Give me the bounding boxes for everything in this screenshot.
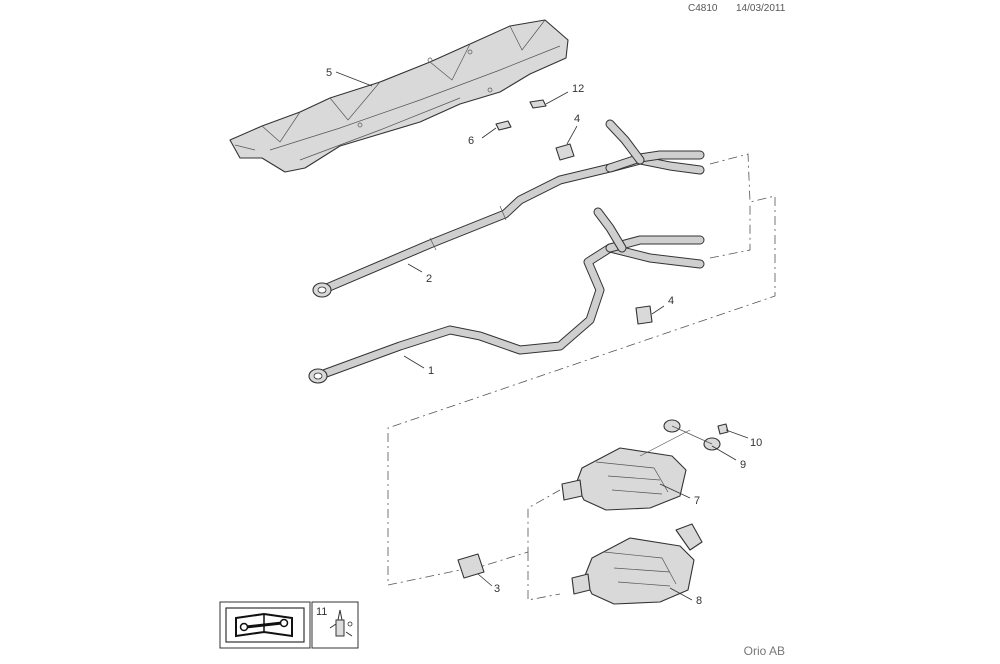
heat-shield [229, 19, 569, 173]
rear-muffler-7 [561, 429, 691, 511]
hanger-4-upper [555, 125, 578, 161]
callout-3: 3 [494, 583, 500, 595]
callout-10: 10 [750, 437, 762, 449]
front-pipe-2 [312, 119, 705, 298]
tool-reference-box: 11 [311, 601, 359, 649]
clamp-3 [457, 553, 493, 587]
callout-7: 7 [694, 495, 700, 507]
diagram-code: C4810 [688, 3, 718, 14]
rear-muffler-8 [571, 523, 703, 605]
hanger-4-lower [635, 305, 665, 325]
callout-5: 5 [326, 67, 332, 79]
callout-8: 8 [696, 595, 702, 607]
book-wrench-icon [235, 612, 293, 638]
callout-4-lower: 4 [668, 295, 674, 307]
callout-6: 6 [468, 135, 474, 147]
bolt-10 [717, 423, 749, 439]
clip-12 [529, 91, 569, 109]
brand-label: Orio AB [743, 644, 785, 658]
callout-2: 2 [426, 273, 432, 285]
callout-9: 9 [740, 459, 746, 471]
callout-12: 12 [572, 83, 584, 95]
callout-11: 11 [316, 606, 327, 618]
callout-4-upper: 4 [574, 113, 580, 125]
manual-reference-box [219, 601, 311, 649]
sealant-tool-icon [329, 609, 353, 637]
front-pipe-1 [308, 207, 705, 384]
diagram-date: 14/03/2011 [736, 3, 786, 14]
connection-lines [387, 153, 776, 601]
callout-1: 1 [428, 365, 434, 377]
mount-9 [663, 419, 737, 461]
clip-6 [481, 120, 512, 139]
